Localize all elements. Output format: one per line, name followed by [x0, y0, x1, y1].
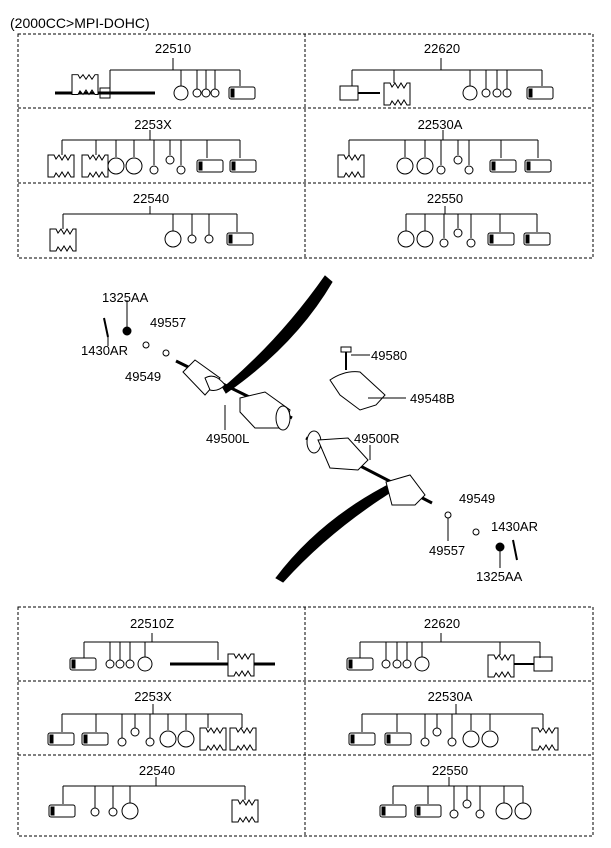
kit-22550-lower-parts — [379, 777, 532, 820]
kit-label-22540: 22540 — [132, 191, 170, 206]
kit-label-22530A-lower: 22530A — [427, 689, 473, 704]
kit-label-22620: 22620 — [423, 41, 461, 56]
callout-shaft-left: 49500L — [206, 431, 250, 446]
kit-label-22550-lower: 22550 — [431, 763, 469, 778]
callout-nut-right: 49549 — [459, 491, 496, 506]
kit-22530A-parts — [337, 130, 552, 178]
kit-label-2253X-lower: 2253X — [134, 689, 172, 704]
callout-nut-left: 49549 — [125, 369, 162, 384]
callout-pin-left: 1430AR — [81, 343, 128, 358]
engine-spec-header: (2000CC>MPI-DOHC) — [10, 15, 150, 31]
callout-shaft-right: 49500R — [354, 431, 400, 446]
kit-label-2253X: 2253X — [134, 117, 172, 132]
kit-label-22540-lower: 22540 — [138, 763, 176, 778]
callout-pin-right: 1430AR — [491, 519, 538, 534]
kit-22620-parts — [339, 58, 554, 106]
kit-22540-parts — [49, 206, 254, 252]
kit-22510-parts — [55, 58, 256, 101]
kit-22510Z-parts — [69, 633, 275, 677]
kit-label-22550: 22550 — [426, 191, 464, 206]
kit-22540-lower-parts — [48, 777, 259, 823]
kit-label-22620-lower: 22620 — [423, 616, 461, 631]
callout-bolt: 49580 — [371, 348, 408, 363]
kit-22550-parts — [397, 206, 551, 248]
kit-label-22530A: 22530A — [417, 117, 463, 132]
kit-label-22510: 22510 — [154, 41, 192, 56]
callout-washer-right: 49557 — [429, 543, 466, 558]
bottom-kit-grid — [17, 606, 594, 837]
kit-2253X-parts — [47, 130, 257, 178]
top-kit-grid — [17, 33, 594, 259]
callout-clip-left: 1325AA — [102, 290, 149, 305]
callout-washer-left: 49557 — [150, 315, 187, 330]
callout-clip-right: 1325AA — [476, 569, 523, 584]
callout-bracket: 49548B — [410, 391, 455, 406]
exploded-view — [103, 275, 518, 583]
kit-22620-lower-parts — [346, 633, 553, 678]
kit-2253X-lower-parts — [47, 704, 257, 751]
kit-label-22510Z: 22510Z — [129, 616, 175, 631]
kit-22530A-lower-parts — [348, 704, 559, 751]
